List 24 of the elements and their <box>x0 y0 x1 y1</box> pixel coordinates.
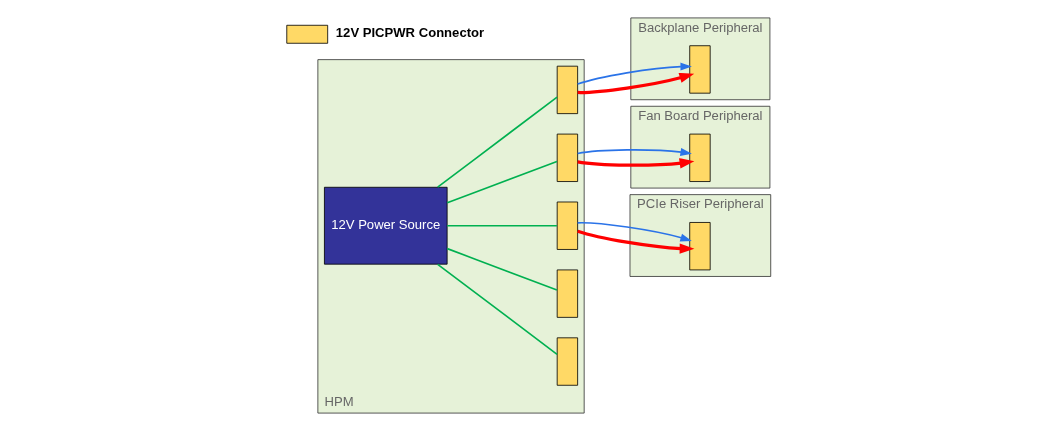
cluster: PCIe Riser Peripheral <box>629 194 771 277</box>
node-box <box>556 65 578 115</box>
node-box <box>688 222 711 271</box>
node-box <box>556 269 578 318</box>
legend-label: 12V PICPWR Connector <box>335 24 484 40</box>
arrow <box>576 148 692 156</box>
arrow <box>576 221 692 242</box>
cluster: Backplane Peripheral <box>629 17 770 101</box>
connector <box>436 96 558 188</box>
node-box <box>556 337 578 386</box>
connector <box>445 247 558 291</box>
arrow <box>577 72 694 95</box>
connector <box>445 160 558 204</box>
cluster: Fan Board Peripheral <box>629 105 770 189</box>
node-box <box>556 201 578 250</box>
connector <box>436 263 558 356</box>
arrow <box>576 158 694 169</box>
arrow <box>576 229 694 254</box>
connector <box>445 224 558 227</box>
arrow <box>576 62 692 85</box>
node-box <box>556 133 578 182</box>
node-box: 12V Power Source <box>323 186 448 265</box>
node-box <box>688 133 711 182</box>
node-box <box>688 45 711 94</box>
